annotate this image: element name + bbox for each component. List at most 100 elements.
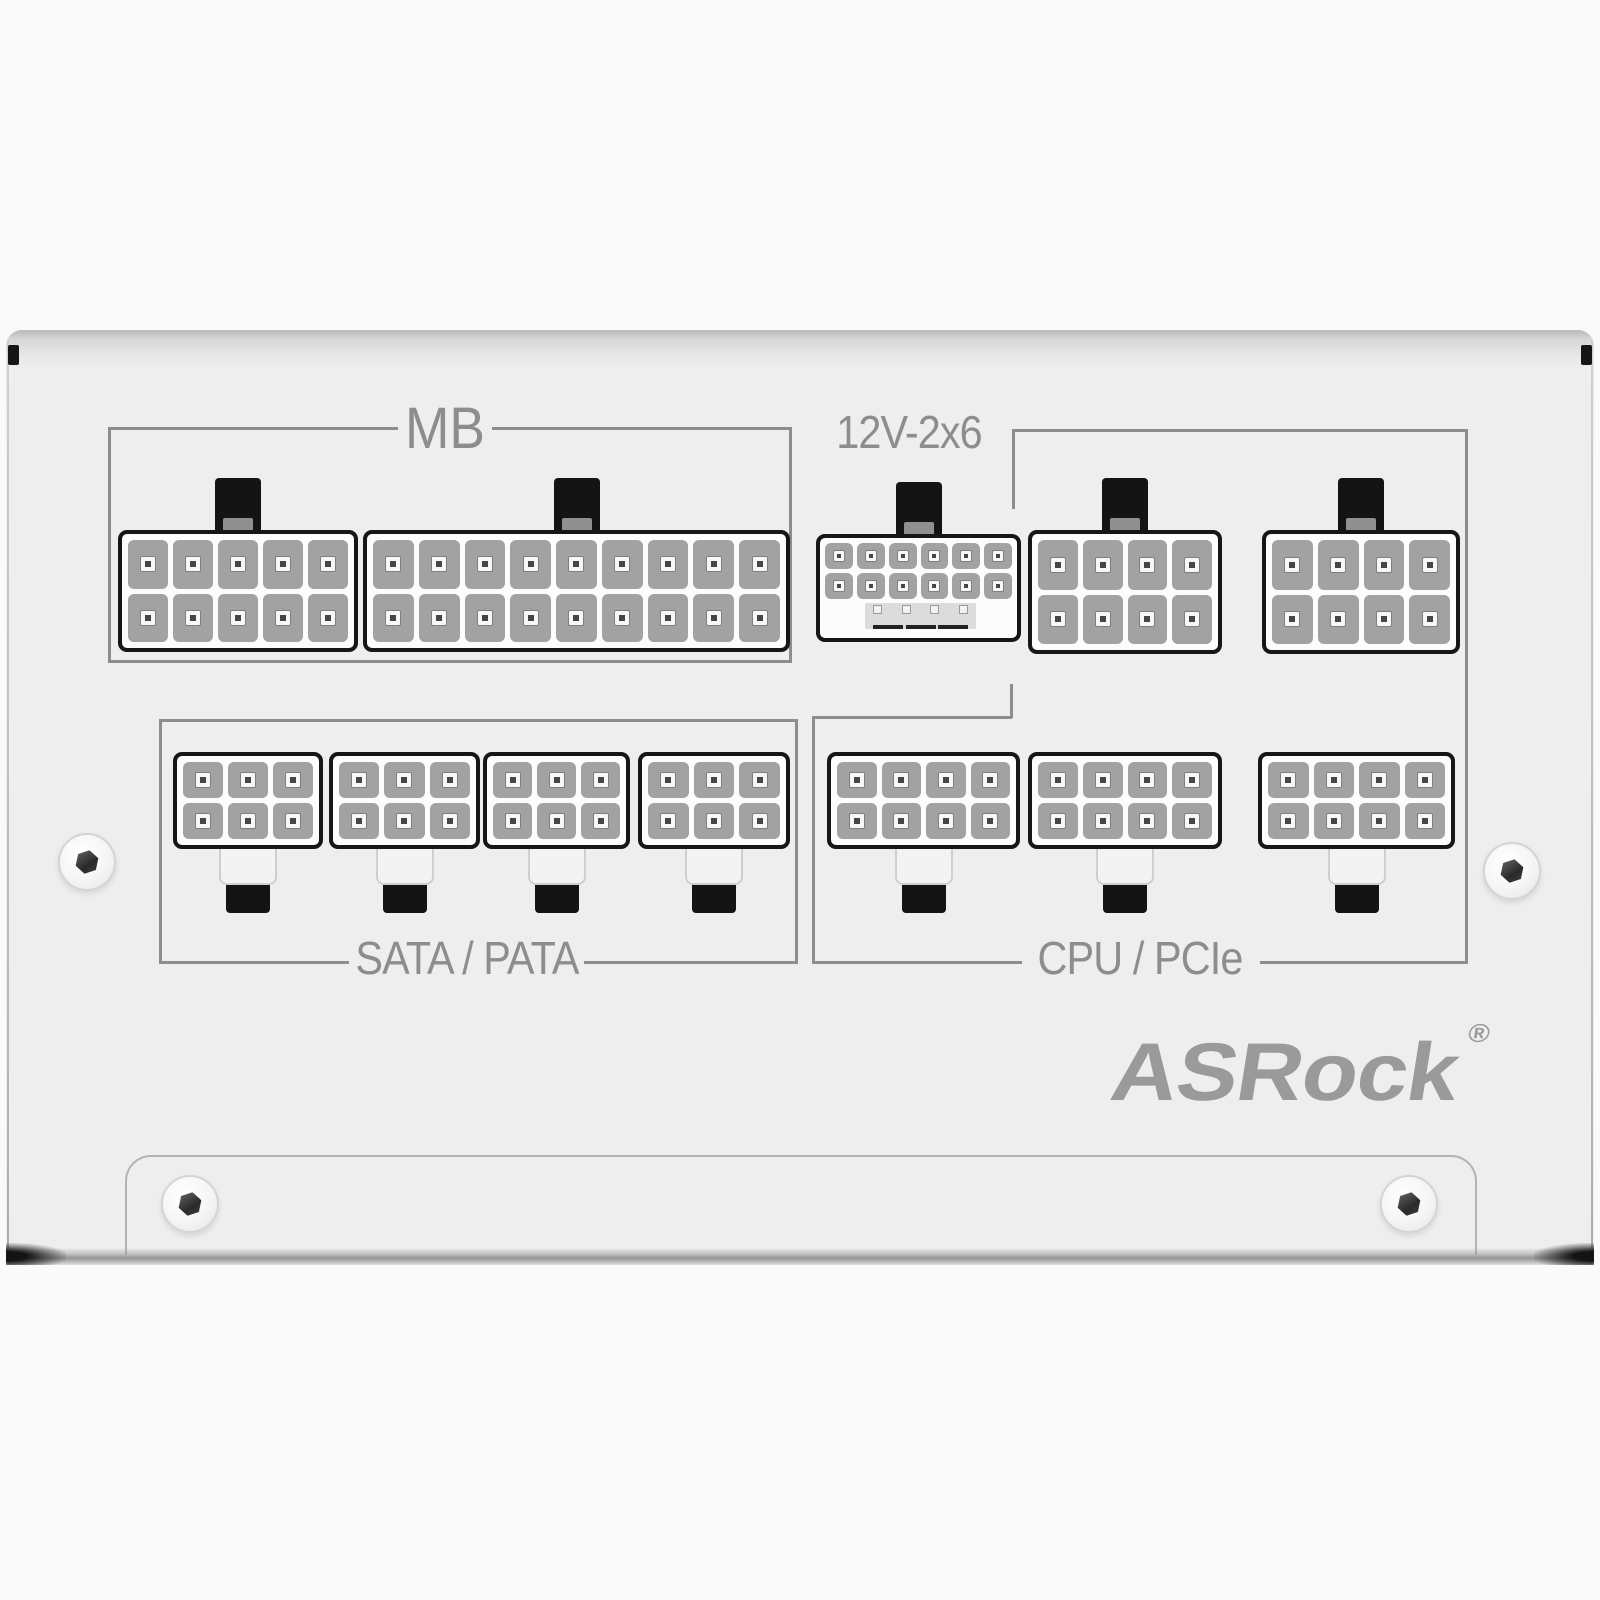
bracket-line [1012,429,1468,432]
pin-cavity [218,593,258,642]
pin-terminal [522,609,539,626]
pin-terminal [1375,611,1392,628]
pin-cavity [1127,540,1168,590]
pin-cavity [228,762,268,798]
pin-terminal [230,609,246,626]
pin-terminal [1094,813,1111,829]
pin-cavity [537,762,576,798]
bracket-line [159,961,349,964]
pin-terminal [864,580,877,592]
mb-18pin-socket [363,530,790,652]
pin-cavity [493,762,532,798]
sata-pata-6pin-socket-2 [329,752,480,849]
pin-terminal [568,556,585,573]
pin-terminal [431,556,448,573]
pin-cavity [556,540,597,589]
pin-terminal [937,772,954,788]
pin-cavity [581,803,620,839]
pin-terminal [1049,611,1066,628]
sense-slot [873,625,903,629]
pin-terminal [431,609,448,626]
pin-cavity [1082,540,1123,590]
cpu-pcie-group-label: CPU / PCIe [1037,932,1244,984]
pin-cavity [825,573,853,599]
pin-terminal [660,813,677,829]
pin-terminal [285,813,301,829]
pin-cavity [384,803,425,839]
pin-cavity [856,573,885,599]
pin-terminal [960,550,973,562]
pin-cavity [1082,762,1123,798]
pin-terminal [1184,556,1201,573]
sata-pata-group-label: SATA / PATA [355,932,579,984]
mb-group-label: MB [404,396,486,461]
pin-cavity [825,543,853,569]
bracket-line [1465,429,1468,964]
12v-2x6-group-label: 12V-2x6 [836,406,983,458]
hex-socket-icon [73,848,101,876]
pin-terminal [848,772,865,788]
pin-terminal [476,556,493,573]
pin-cavity [647,540,689,589]
pin-terminal [230,556,246,573]
pin-terminal [832,550,845,562]
pin-terminal [140,609,156,626]
pin-cavity [581,762,620,798]
pin-terminal [896,550,909,562]
cpu-pcie-8pin-socket-3 [827,752,1020,849]
pin-terminal [992,550,1005,562]
pin-cavity [952,573,981,599]
pin-cavity [429,762,470,798]
pin-terminal [1184,813,1201,829]
pin-cavity [1127,803,1168,839]
pin-terminal [285,772,301,788]
pin-cavity [308,540,348,589]
pin-cavity [173,540,213,589]
pin-terminal [614,609,631,626]
bracket-line [812,716,815,964]
sense-pin [958,605,968,614]
pin-cavity [173,593,213,642]
pin-cavity [1409,540,1450,590]
bottom-right-corner-shadow [1534,1243,1594,1265]
pin-cavity [693,803,735,839]
sata-pata-6pin-socket-1 [173,752,323,849]
pin-cavity [881,803,921,839]
pin-cavity [464,540,506,589]
pin-terminal [751,609,768,626]
pin-cavity [888,573,917,599]
sata-pata-6pin-socket-3 [483,752,630,849]
pin-terminal [614,556,631,573]
pin-terminal [351,772,368,788]
bracket-line [108,427,111,663]
pin-cavity [128,593,168,642]
pin-cavity [984,543,1012,569]
panel-screw [161,1175,219,1233]
pin-cavity [1038,540,1078,590]
bracket-line [159,719,798,722]
cpu-pcie-8pin-socket-1 [1028,530,1222,654]
pin-cavity [537,803,576,839]
pin-terminal [1330,556,1347,573]
sense-pin [901,605,911,614]
sense-pin-strip [865,603,976,629]
hex-socket-icon [1498,857,1526,885]
pin-terminal [1184,772,1201,788]
panel-seam [125,1155,1477,1255]
pin-cavity [693,593,735,642]
pin-cavity [339,762,380,798]
pin-terminal [893,772,910,788]
pin-cavity [693,762,735,798]
pin-cavity [952,543,981,569]
panel-screw [58,833,116,891]
pin-cavity [1404,803,1445,839]
pin-cavity [920,573,949,599]
pin-terminal [1330,611,1347,628]
corner-notch [1581,345,1592,365]
pin-terminal [751,556,768,573]
pin-cavity [970,803,1010,839]
bracket-line [159,719,162,964]
hex-socket-icon [1395,1190,1423,1218]
pin-terminal [568,609,585,626]
